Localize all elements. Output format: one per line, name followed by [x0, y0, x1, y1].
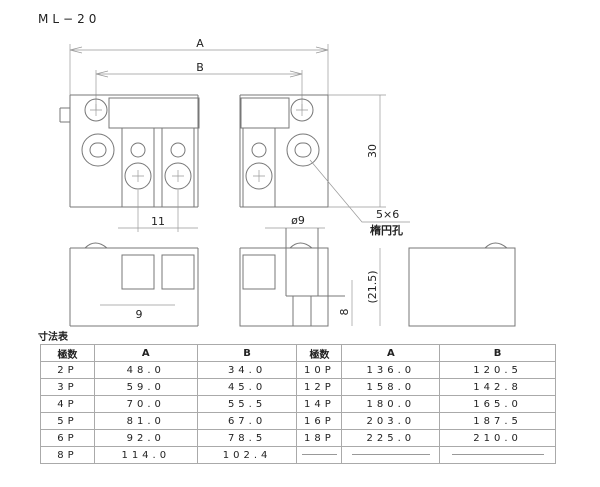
header-a: A: [93, 344, 198, 362]
dim-height-label: 30: [366, 144, 379, 158]
model-title: ML−20: [38, 12, 101, 26]
cell: 81.0: [93, 412, 198, 430]
cell: 3P: [40, 378, 95, 396]
cell: 6P: [40, 429, 95, 447]
screw-icon: [290, 98, 314, 122]
dim-width-label: 9: [136, 308, 143, 321]
dimension-a: A: [69, 37, 329, 95]
cell: 48.0: [93, 361, 198, 379]
cell: 165.0: [439, 395, 556, 413]
cell: 67.0: [196, 412, 298, 430]
cell: 210.0: [439, 429, 556, 447]
cell: 45.0: [196, 378, 298, 396]
cell: 142.8: [439, 378, 556, 396]
cell: 102.4: [196, 446, 298, 464]
cell: 187.5: [439, 412, 556, 430]
empty-cell: [341, 446, 441, 464]
cell: 70.0: [93, 395, 198, 413]
dim-b-label: B: [196, 61, 204, 74]
dim-8-label: 8: [338, 309, 351, 316]
dim-pitch-label: 11: [151, 215, 165, 228]
cell: 18P: [296, 429, 343, 447]
cell: 14P: [296, 395, 343, 413]
cell: 180.0: [341, 395, 441, 413]
table-caption: 寸法表: [38, 332, 68, 343]
cell: 203.0: [341, 412, 441, 430]
dimension-pitch: 11: [118, 190, 198, 232]
screw-icon: [84, 98, 108, 122]
side-view: [69, 228, 516, 327]
header-a: A: [341, 344, 441, 362]
terminal-screw-icon: [245, 162, 273, 190]
cell: 12P: [296, 378, 343, 396]
table-header-row: 極数 A B 極数 A B: [40, 344, 556, 362]
terminal-screw-icon: [124, 162, 152, 190]
cell: 59.0: [93, 378, 198, 396]
header-poles: 極数: [296, 344, 343, 362]
cell: 4P: [40, 395, 95, 413]
cell: 120.5: [439, 361, 556, 379]
dimension-height: 30: [328, 94, 386, 208]
mounting-hole-icon: [286, 133, 320, 167]
dim-side-height-label: (21.5): [366, 270, 379, 303]
cell: 2P: [40, 361, 95, 379]
cell: 16P: [296, 412, 343, 430]
dim-a-label: A: [196, 37, 204, 50]
header-b: B: [196, 344, 298, 362]
cell: 225.0: [341, 429, 441, 447]
dimension-width: 9: [100, 304, 175, 321]
cell: 136.0: [341, 361, 441, 379]
dimension-diameter: ø9: [265, 214, 325, 229]
top-view: [59, 94, 329, 208]
dimension-side-height: (21.5) 8: [338, 248, 381, 326]
header-b: B: [439, 344, 556, 362]
cell: 114.0: [93, 446, 198, 464]
header-poles: 極数: [40, 344, 95, 362]
terminal-screw-icon: [164, 162, 192, 190]
hole-type-label: 楕円孔: [370, 223, 403, 237]
cell: 10P: [296, 361, 343, 379]
dim-diameter-label: ø9: [291, 214, 305, 227]
dimension-b: B: [95, 61, 303, 110]
empty-cell: [439, 446, 556, 464]
cell: 92.0: [93, 429, 198, 447]
cell: 8P: [40, 446, 95, 464]
hole-size-label: 5×6: [376, 208, 399, 221]
dimension-drawing: A B 30 5×6 楕円孔 11 ø9 9 (21.5) 8: [59, 37, 516, 327]
cell: 55.5: [196, 395, 298, 413]
cell: 158.0: [341, 378, 441, 396]
cell: 78.5: [196, 429, 298, 447]
cell: 5P: [40, 412, 95, 430]
hole-callout: 5×6 楕円孔: [309, 159, 410, 237]
mounting-hole-icon: [81, 133, 115, 167]
cell: 34.0: [196, 361, 298, 379]
empty-cell: [296, 446, 343, 464]
